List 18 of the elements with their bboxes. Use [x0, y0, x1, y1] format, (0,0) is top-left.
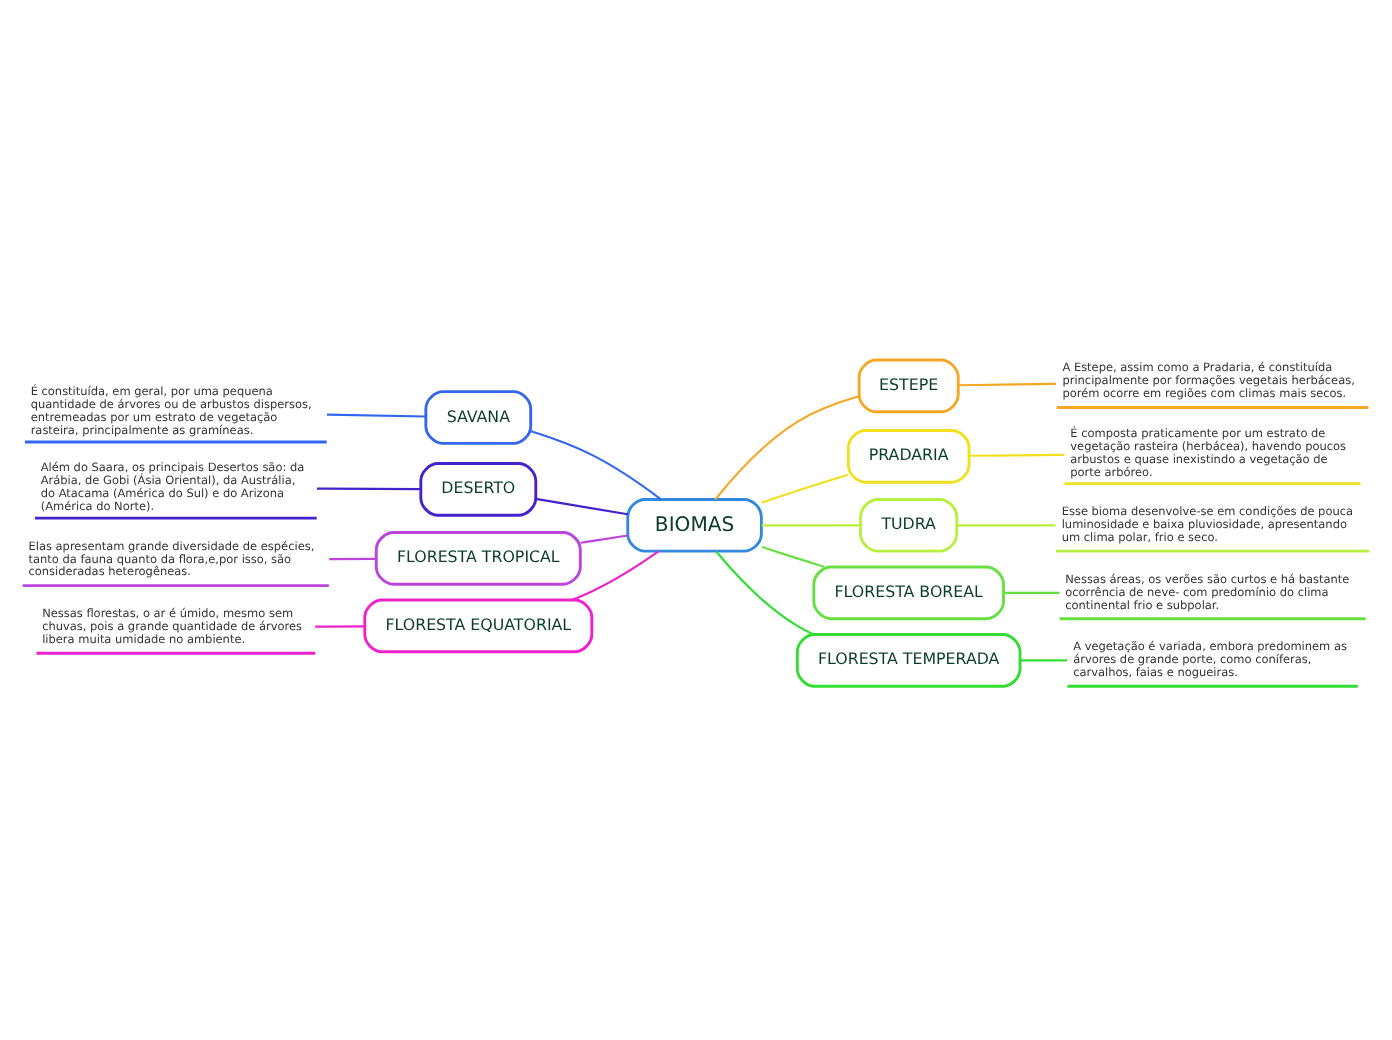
- connector: [316, 486, 421, 490]
- connector: [958, 381, 1057, 386]
- connector: [1003, 590, 1060, 593]
- connector: [1020, 658, 1068, 661]
- connector: [315, 624, 365, 627]
- connector: [761, 523, 861, 526]
- connector: [715, 549, 814, 635]
- connector: [530, 429, 662, 500]
- connector: [580, 533, 628, 543]
- connector: [761, 472, 849, 503]
- connector: [761, 544, 825, 567]
- connector: [969, 452, 1065, 456]
- connector: [714, 394, 860, 499]
- connector: [329, 556, 377, 560]
- connector: [535, 496, 628, 515]
- connector: [957, 523, 1056, 526]
- connector: [327, 412, 426, 417]
- node-box: BIOMAS: [626, 497, 763, 552]
